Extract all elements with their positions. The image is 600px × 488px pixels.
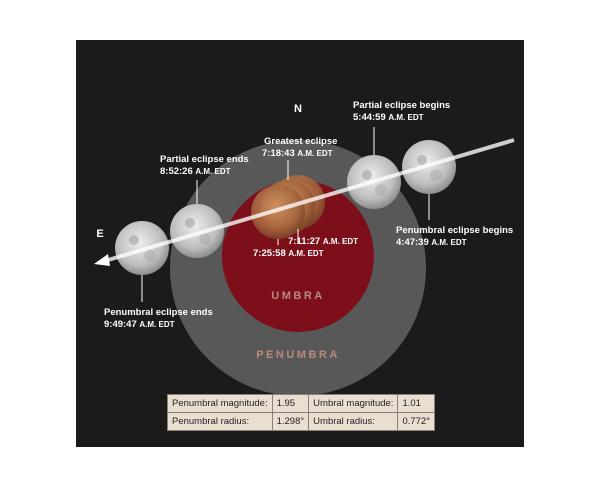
event-partial-begins: Partial eclipse begins 5:44:59 A.M. EDT	[353, 100, 450, 123]
event-suffix: A.M. EDT	[431, 238, 466, 247]
event-time: 7:11:27	[288, 236, 320, 247]
event-time: 4:47:39	[396, 237, 429, 248]
penumbral-radius-value: 1.298°	[271, 412, 310, 431]
event-label: Partial eclipse begins	[353, 100, 450, 111]
umbral-magnitude-label: Umbral magnitude:	[308, 394, 399, 413]
event-label: Penumbral eclipse begins	[396, 225, 513, 236]
penumbral-magnitude-label: Penumbral magnitude:	[167, 394, 273, 413]
event-partial-ends: Partial eclipse ends 8:52:26 A.M. EDT	[160, 154, 249, 177]
penumbral-radius-label: Penumbral radius:	[167, 412, 273, 431]
eclipse-data-table: Penumbral magnitude: 1.95 Umbral magnitu…	[167, 394, 436, 431]
table-row: Penumbral magnitude: 1.95 Umbral magnitu…	[167, 394, 436, 413]
svg-text:7:11:27 A.M. EDT: 7:11:27 A.M. EDT	[288, 236, 358, 247]
svg-text:5:44:59 A.M. EDT: 5:44:59 A.M. EDT	[353, 112, 424, 123]
event-penumbral-ends: Penumbral eclipse ends 9:49:47 A.M. EDT	[104, 307, 213, 330]
event-greatest: Greatest eclipse 7:18:43 A.M. EDT	[262, 136, 337, 159]
svg-text:8:52:26 A.M. EDT: 8:52:26 A.M. EDT	[160, 166, 231, 177]
eclipse-panel: N E UMBRA PENUMBRA Partial eclipse begin…	[76, 40, 524, 447]
svg-text:9:49:47 A.M. EDT: 9:49:47 A.M. EDT	[104, 319, 175, 330]
event-time: 7:18:43	[262, 148, 295, 159]
event-label: Partial eclipse ends	[160, 154, 249, 165]
umbral-radius-label: Umbral radius:	[308, 412, 399, 431]
east-label: E	[96, 228, 103, 240]
eclipse-diagram: N E UMBRA PENUMBRA Partial eclipse begin…	[94, 100, 515, 396]
event-label: Penumbral eclipse ends	[104, 307, 213, 318]
event-time: 9:49:47	[104, 319, 137, 330]
moon-path-line	[107, 138, 515, 262]
event-suffix: A.M. EDT	[139, 320, 174, 329]
event-suffix: A.M. EDT	[388, 113, 423, 122]
svg-text:7:18:43 A.M. EDT: 7:18:43 A.M. EDT	[262, 148, 333, 159]
event-suffix: A.M. EDT	[297, 149, 332, 158]
north-label: N	[294, 103, 302, 115]
event-label: Greatest eclipse	[264, 136, 337, 147]
event-total-begins: 7:11:27 A.M. EDT	[288, 236, 358, 247]
event-time: 5:44:59	[353, 112, 386, 123]
penumbral-magnitude-value: 1.95	[271, 394, 310, 413]
umbra-label: UMBRA	[271, 290, 324, 302]
moon-partial-ends	[170, 204, 224, 258]
event-time: 8:52:26	[160, 166, 193, 177]
event-suffix: A.M. EDT	[195, 167, 230, 176]
moon-totality-ends	[251, 185, 305, 239]
umbral-magnitude-value: 1.01	[397, 394, 436, 413]
event-suffix: A.M. EDT	[323, 237, 358, 246]
penumbra-label: PENUMBRA	[256, 349, 340, 361]
svg-text:7:25:58 A.M. EDT: 7:25:58 A.M. EDT	[253, 248, 324, 259]
event-suffix: A.M. EDT	[288, 249, 323, 258]
event-time: 7:25:58	[253, 248, 286, 259]
svg-text:4:47:39 A.M. EDT: 4:47:39 A.M. EDT	[396, 237, 467, 248]
umbral-radius-value: 0.772°	[397, 412, 436, 431]
table-row: Penumbral radius: 1.298° Umbral radius: …	[167, 412, 436, 431]
event-total-ends: 7:25:58 A.M. EDT	[253, 248, 324, 259]
arrow-head-icon	[94, 254, 110, 266]
event-penumbral-begins: Penumbral eclipse begins 4:47:39 A.M. ED…	[396, 225, 513, 248]
